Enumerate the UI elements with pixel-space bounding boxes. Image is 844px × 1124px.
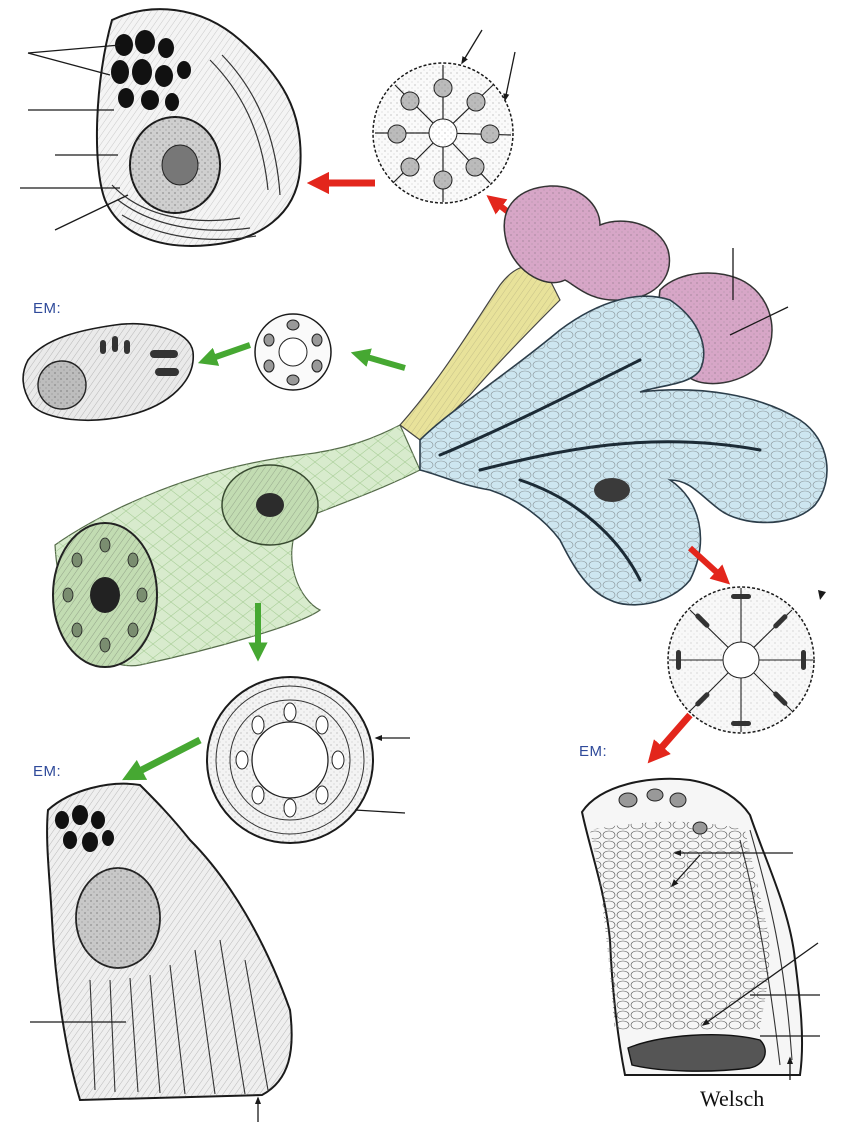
striated-duct-cross-section (207, 677, 373, 843)
author-credit: Welsch (700, 1086, 764, 1112)
em-label-mucous: EM: (579, 743, 607, 760)
intercalated-cell-em-drawing (23, 324, 193, 420)
serous-acinus-cross-section (373, 63, 513, 203)
green-arrow-to-intercalated-section (360, 355, 405, 368)
em-label-intercalated: EM: (33, 300, 61, 317)
green-arrow-to-striated-em (132, 740, 200, 775)
mucous-cell-em-drawing (582, 779, 802, 1075)
em-label-striated: EM: (33, 763, 61, 780)
mucous-tubule-cross-section (668, 587, 814, 733)
mucous-section-pointer (818, 590, 826, 600)
red-arrow-to-mucous-em (655, 715, 690, 755)
intercalated-duct-cross-section (255, 314, 331, 390)
green-arrow-to-intercalated-em (207, 345, 250, 360)
serous-cell-em-drawing (97, 9, 301, 246)
